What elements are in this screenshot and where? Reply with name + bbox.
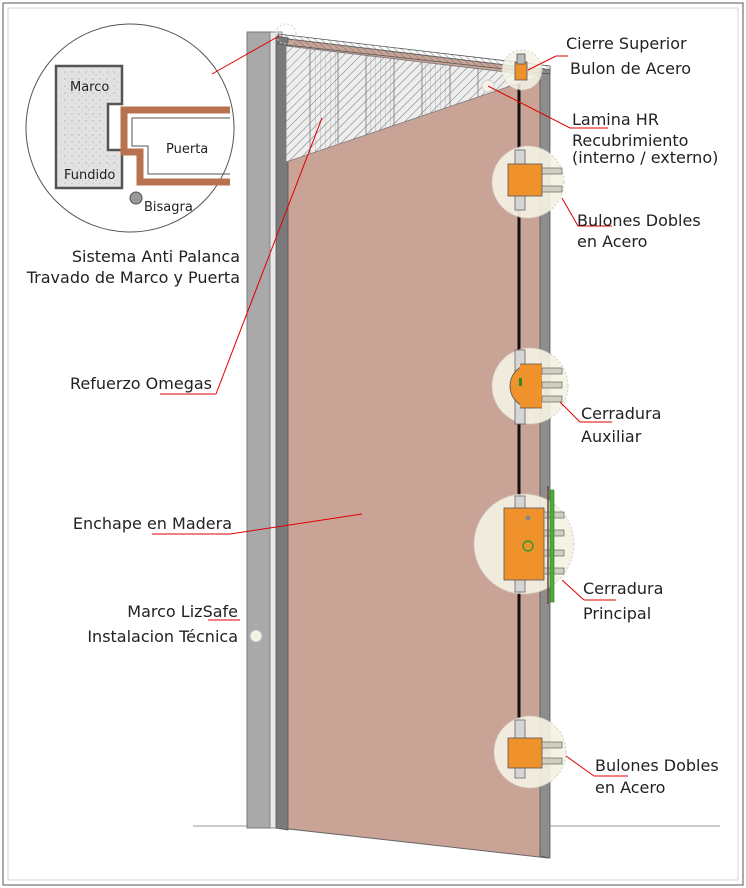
label-bulones-lower-line1: Bulones Dobles bbox=[595, 756, 719, 775]
label-auxiliar-line2: Auxiliar bbox=[581, 427, 642, 446]
inset-label-bisagra: Bisagra bbox=[144, 200, 193, 215]
label-sistema-line2: Travado de Marco y Puerta bbox=[26, 268, 240, 287]
leader-lines bbox=[152, 35, 628, 777]
label-bulones-upper-line1: Bulones Dobles bbox=[577, 211, 701, 230]
label-lamina-line3: (interno / externo) bbox=[572, 148, 719, 167]
label-lamina-line2: Recubrimiento bbox=[572, 131, 689, 150]
label-bulones-lower-line2: en Acero bbox=[595, 778, 666, 797]
auxiliary-lock bbox=[491, 347, 569, 425]
label-cierre-line1: Cierre Superior bbox=[566, 34, 687, 53]
label-sistema-line1: Sistema Anti Palanca bbox=[71, 247, 240, 266]
double-bolts-lower bbox=[493, 715, 567, 789]
label-marco-line2: Instalacion Técnica bbox=[87, 627, 238, 646]
label-enchape: Enchape en Madera bbox=[72, 514, 232, 533]
label-marco-line1: Marco LizSafe bbox=[127, 602, 238, 621]
label-principal-line2: Principal bbox=[583, 604, 652, 623]
main-lock bbox=[473, 486, 575, 604]
inset-label-puerta: Puerta bbox=[166, 142, 209, 157]
label-auxiliar-line1: Cerradura bbox=[581, 404, 662, 423]
label-principal-line1: Cerradura bbox=[583, 579, 664, 598]
label-bulones-upper-line2: en Acero bbox=[577, 232, 648, 251]
inset-label-fundido: Fundido bbox=[64, 168, 116, 183]
frame-marker bbox=[249, 629, 263, 643]
label-cierre-line2: Bulon de Acero bbox=[570, 59, 691, 78]
detail-inset bbox=[25, 23, 235, 233]
door-leaf bbox=[275, 33, 551, 859]
label-refuerzo: Refuerzo Omegas bbox=[69, 374, 212, 393]
inset-label-marco: Marco bbox=[70, 80, 110, 95]
top-bolt bbox=[501, 49, 543, 91]
label-lamina-line1: Lamina HR bbox=[572, 110, 659, 129]
double-bolts-upper bbox=[491, 145, 565, 219]
